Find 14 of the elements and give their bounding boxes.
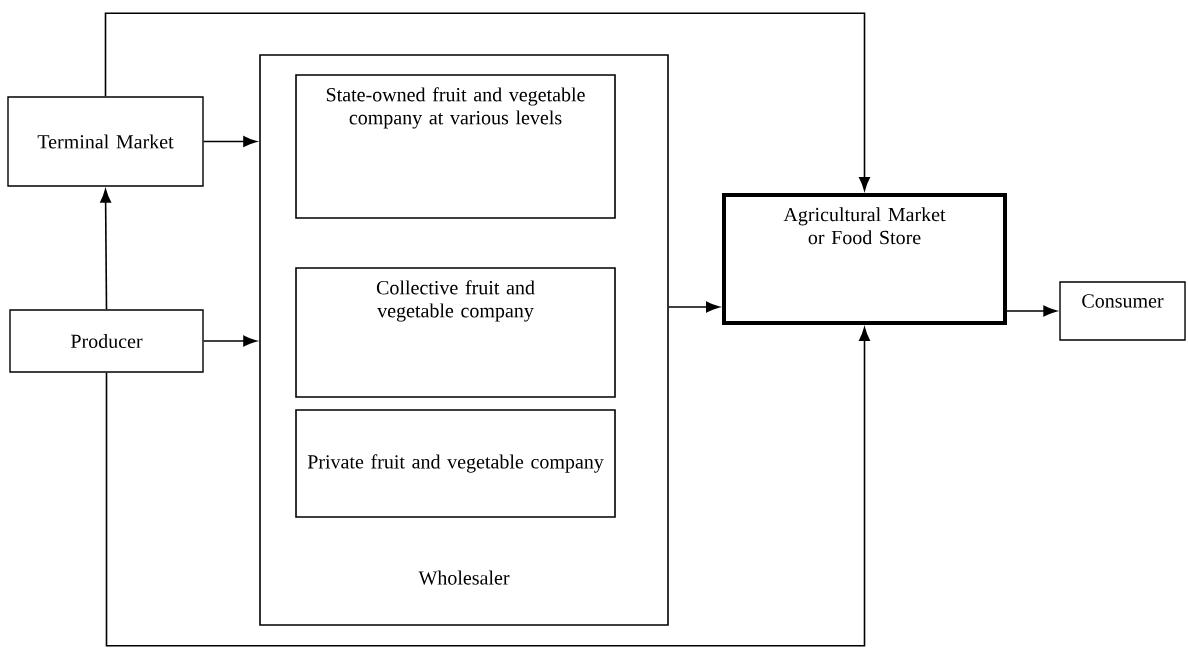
process-box: Private fruit and vegetable company — [295, 409, 616, 518]
arrow — [1006, 305, 1057, 317]
market-box: Agricultural Market or Food Store — [722, 193, 1007, 325]
process-box: Collective fruit and vegetable company — [295, 267, 616, 398]
process-box: Terminal Market — [7, 96, 204, 187]
arrow — [105, 327, 870, 647]
arrow — [668, 301, 720, 313]
arrow — [202, 136, 257, 147]
process-box: State-owned fruit and vegetable company at various levels — [295, 74, 616, 219]
arrow — [202, 335, 257, 347]
process-box: Producer — [9, 309, 204, 373]
arrow — [104, 12, 870, 191]
arrow — [100, 189, 112, 311]
process-box: Consumer — [1059, 281, 1186, 341]
